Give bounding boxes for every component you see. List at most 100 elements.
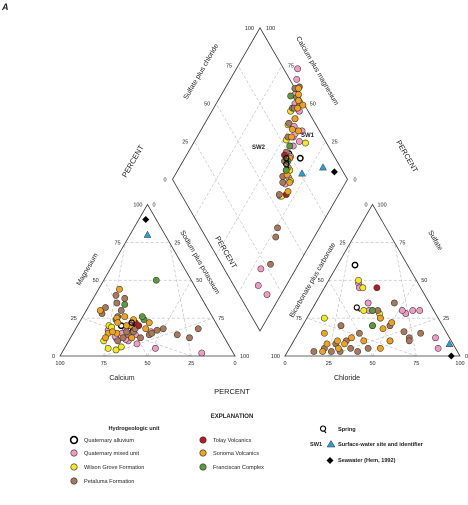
anion-triangle-grid-r-1: [372, 280, 417, 357]
surface-water-anion-point-0: [445, 339, 454, 347]
anion-chloride-tick-2: 50: [369, 361, 375, 367]
diamond-grid-a-2: [237, 65, 326, 218]
quaternary-mixed-unit-diamond-point-2: [257, 265, 265, 273]
franciscan-complex-cation-point-3: [121, 301, 129, 308]
legend-marker-spring: [319, 425, 327, 434]
diamond-sulfate-chloride-tick-4: 100: [245, 26, 254, 32]
diamond-calcium-magnesium-tick-0: 100: [266, 26, 275, 32]
spring-anion-point-0: [353, 304, 361, 312]
petaluma-formation-diamond-point-4: [279, 179, 287, 186]
sonoma-volcanics-diamond-point-6: [288, 133, 295, 141]
tolay-volcanics-anion-point-0: [373, 284, 381, 292]
wilson-grove-formation-cation-point-1: [112, 346, 120, 354]
sonoma-volcanics-cation-point-10: [121, 313, 129, 320]
legend-label-quaternary-mixed: Quaternary mixed unit: [84, 451, 139, 457]
diamond-sulfate-chloride-tick-0: 0: [163, 177, 166, 183]
sonoma-volcanics-diamond-point-14: [295, 127, 302, 135]
franciscan-complex-anion-point-1: [369, 307, 376, 314]
axis-title-chloride: Chloride: [334, 375, 360, 382]
cation-triangle-grid-r-1: [147, 280, 192, 357]
legend-label-quaternary-alluvium: Quaternary alluvium: [84, 438, 134, 444]
legend-marker-wilson-grove: [70, 463, 78, 471]
anion-chloride-tick-1: 25: [326, 361, 332, 367]
wilson-grove-formation-diamond-point-7: [302, 139, 309, 147]
seawater-cation-point-0: [142, 216, 150, 224]
quaternary-mixed-unit-anion-point-4: [409, 307, 417, 314]
legend-label-franciscan: Franciscan Complex: [213, 465, 264, 471]
sonoma-volcanics-cation-point-13: [123, 322, 130, 330]
sonoma-volcanics-anion-point-6: [348, 334, 355, 342]
anion-bicarbonate-tick-2: 50: [318, 278, 324, 284]
quaternary-mixed-unit-cation-point-6: [151, 345, 159, 352]
petaluma-formation-diamond-point-2: [274, 224, 281, 232]
wilson-grove-formation-anion-point-4: [360, 307, 368, 314]
sonoma-volcanics-cation-point-0: [142, 325, 150, 333]
sonoma-volcanics-cation-point-12: [116, 285, 123, 293]
petaluma-formation-anion-point-8: [337, 322, 345, 330]
cation-sodium-tick-2: 50: [196, 278, 202, 284]
quaternary-mixed-unit-cation-point-5: [133, 340, 141, 348]
sonoma-volcanics-anion-point-5: [334, 345, 342, 352]
petaluma-formation-diamond-point-3: [275, 191, 283, 198]
surface-water-2-diamond-point-0: [298, 169, 306, 177]
franciscan-complex-cation-point-1: [138, 313, 146, 320]
anion-sulfate-tick-1: 25: [443, 316, 449, 322]
petaluma-formation-anion-point-11: [327, 348, 335, 355]
sonoma-volcanics-anion-point-1: [334, 337, 341, 345]
anion-chloride-tick-0: 0: [283, 361, 286, 367]
legend-marker-petaluma: [70, 477, 78, 485]
sonoma-volcanics-anion-point-0: [323, 340, 331, 348]
wilson-grove-formation-anion-point-1: [355, 276, 362, 284]
franciscan-complex-anion-point-0: [369, 322, 376, 330]
sonoma-volcanics-cation-point-14: [109, 328, 116, 336]
sonoma-volcanics-cation-point-11: [96, 307, 104, 314]
anion-bicarbonate-tick-0: 100: [271, 354, 280, 360]
petaluma-formation-anion-point-17: [400, 328, 408, 336]
sonoma-volcanics-diamond-point-9: [294, 104, 301, 112]
panel-label: A: [1, 2, 9, 12]
cation-magnesium-tick-3: 75: [115, 240, 121, 246]
legend-title: EXPLANATION: [211, 414, 254, 420]
quaternary-mixed-unit-cation-point-8: [198, 349, 206, 357]
sonoma-volcanics-diamond-point-12: [295, 85, 302, 92]
petaluma-formation-anion-point-4: [355, 329, 363, 337]
petaluma-formation-cation-point-19: [121, 295, 129, 302]
diamond-grid-b-2: [194, 65, 283, 218]
anion-triangle-frame: [284, 203, 461, 357]
quaternary-mixed-unit-anion-point-8: [364, 299, 372, 307]
diamond-frame: [172, 26, 348, 332]
cation-magnesium-tick-4: 100: [133, 202, 142, 208]
cation-sodium-tick-4: 0: [153, 202, 156, 208]
seawater-anion-point-0: [447, 352, 455, 360]
petaluma-formation-anion-point-0: [310, 348, 318, 355]
petaluma-formation-diamond-point-9: [285, 119, 293, 127]
cation-sodium-tick-0: 100: [240, 354, 249, 360]
petaluma-formation-cation-point-16: [194, 325, 202, 333]
cation-calcium-tick-4: 0: [233, 361, 236, 367]
petaluma-formation-anion-point-9: [347, 345, 354, 352]
sonoma-volcanics-diamond-point-8: [291, 115, 299, 123]
sonoma-volcanics-cation-point-4: [114, 319, 122, 327]
tolay-volcanics-diamond-point-1: [281, 151, 288, 159]
percent-label-cation: PERCENT: [213, 235, 239, 271]
cation-calcium-tick-0: 100: [55, 361, 64, 367]
axis-title-calcium: Calcium: [109, 375, 134, 382]
sonoma-volcanics-cation-point-9: [102, 334, 109, 342]
petaluma-formation-cation-point-12: [153, 326, 161, 334]
quaternary-mixed-unit-diamond-point-16: [293, 75, 301, 83]
franciscan-complex-diamond-point-0: [282, 166, 290, 174]
anion-chloride-tick-3: 75: [413, 361, 419, 367]
legend-marker-surface-water: [326, 440, 336, 448]
quaternary-mixed-unit-anion-point-0: [434, 345, 442, 352]
diamond-grid-a-0: [194, 141, 283, 294]
anion-bicarbonate-tick-4: 0: [364, 202, 367, 208]
legend-marker-quaternary-alluvium: [69, 435, 79, 445]
legend-label-wilson-grove: Wilson Grove Formation: [84, 465, 144, 471]
wilson-grove-formation-anion-point-0: [320, 314, 328, 322]
sonoma-volcanics-cation-point-8: [130, 316, 137, 323]
petaluma-formation-cation-point-14: [173, 331, 181, 339]
percent-label-left: PERCENT: [120, 143, 146, 179]
sonoma-volcanics-diamond-point-7: [288, 125, 296, 133]
legend-label-tolay: Tolay Volcanics: [213, 438, 251, 444]
legend-label-sonoma: Sonoma Volcanics: [213, 451, 259, 457]
